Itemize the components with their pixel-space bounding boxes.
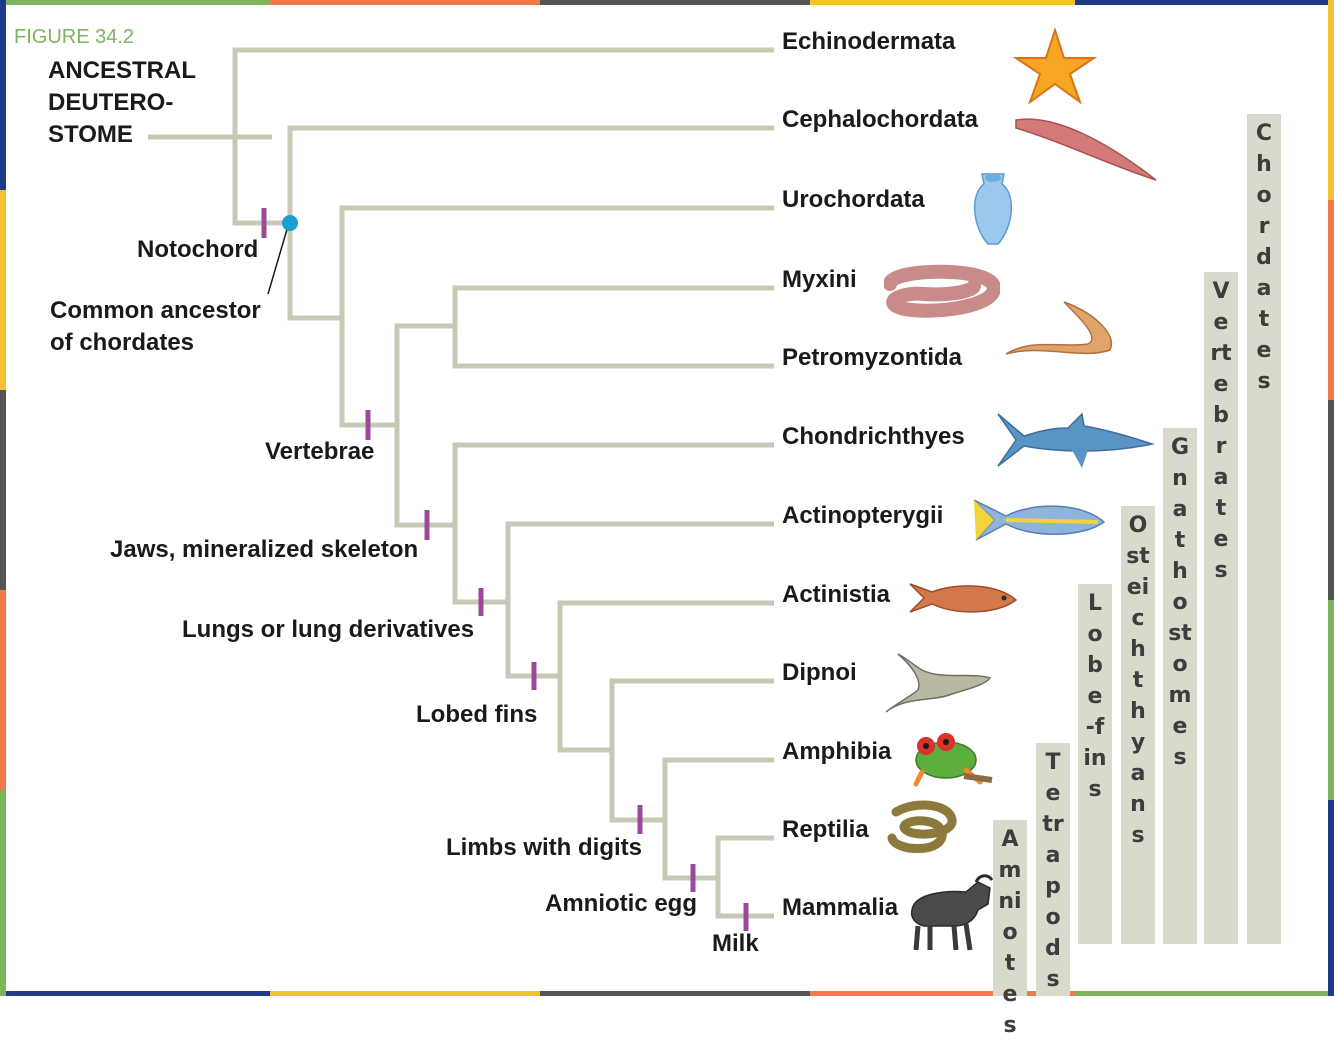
- frame-left-5: [0, 790, 6, 996]
- frame-top-1: [0, 0, 270, 5]
- branch-myxini: [452, 285, 774, 326]
- taxon-dipnoi: Dipnoi: [782, 659, 857, 686]
- taxon-cephalochordata: Cephalochordata: [782, 106, 979, 133]
- clade-bar-osteichthyans: Osteichthyans: [1121, 506, 1155, 944]
- frame-left-4: [0, 590, 6, 790]
- branch-petromyzontida: [452, 326, 774, 369]
- trait-milk: Milk: [712, 930, 759, 957]
- clade-lobe-fins: Lobe-fins: [1083, 591, 1107, 802]
- trait-limbs: Limbs with digits: [446, 834, 642, 861]
- coelacanth-icon: [909, 583, 1018, 613]
- branch-lobe-fins: [505, 602, 560, 679]
- taxon-echinodermata: Echinodermata: [782, 28, 956, 55]
- starfish-icon: [1012, 28, 1098, 104]
- clade-osteichthyans: Osteichthyans: [1126, 513, 1150, 848]
- clade-bar-amniotes: Amniotes: [993, 820, 1027, 1038]
- frame-bottom-3: [540, 991, 810, 996]
- snake-icon: [887, 800, 957, 853]
- taxon-actinopterygii: Actinopterygii: [782, 502, 944, 529]
- common-ancestor-label: Common ancestor of chordates: [50, 295, 261, 359]
- phylogenetic-tree: [148, 47, 774, 931]
- trait-vertebrae: Vertebrae: [265, 438, 375, 465]
- branch-mammalia: [715, 878, 774, 919]
- trait-lungs: Lungs or lung derivatives: [182, 616, 475, 643]
- clade-amniotes: Amniotes: [998, 827, 1022, 1038]
- clade-bar-lobe-fins: Lobe-fins: [1078, 584, 1112, 944]
- lancelet-icon: [1015, 118, 1157, 181]
- trait-lobed-fins: Lobed fins: [416, 701, 538, 728]
- common-ancestor-pointer: [267, 225, 289, 295]
- branch-urochordata: [339, 205, 774, 428]
- taxon-actinistia: Actinistia: [782, 581, 891, 608]
- frame-right-4: [1328, 600, 1334, 800]
- hagfish-icon: [884, 264, 1000, 318]
- shark-icon: [997, 412, 1155, 468]
- ancestral-line-3: STOME: [48, 121, 133, 148]
- frame-right-1: [1328, 0, 1334, 200]
- trait-notochord: Notochord: [137, 236, 259, 263]
- clade-bar-gnathostomes: Gnathostomes: [1163, 428, 1197, 944]
- frog-icon: [913, 733, 993, 787]
- frame-left-2: [0, 190, 6, 390]
- frame-bottom-4: [810, 991, 1075, 996]
- frame-top-5: [1075, 0, 1334, 5]
- branch-cyclostomes: [394, 323, 455, 425]
- common-ancestor-line-1: Common ancestor: [50, 297, 261, 324]
- common-ancestor-line-2: of chordates: [50, 329, 195, 356]
- frame-right-3: [1328, 400, 1334, 600]
- branch-chondrichthyes: [452, 442, 774, 525]
- taxon-petromyzontida: Petromyzontida: [782, 344, 963, 371]
- clade-gnathostomes: Gnathostomes: [1168, 435, 1192, 770]
- frame-left-1: [0, 0, 6, 190]
- lungfish-icon: [885, 653, 992, 713]
- frame-top-3: [540, 0, 810, 5]
- frame-top-2: [270, 0, 540, 5]
- clade-tetrapods: Tetrapods: [1042, 750, 1064, 992]
- branch-amphibia: [662, 757, 774, 820]
- frame-right-2: [1328, 200, 1334, 400]
- branch-dipnoi: [609, 678, 774, 750]
- clade-vertebrates: Vertebrates: [1210, 279, 1232, 583]
- clade-bar-vertebrates: Vertebrates: [1204, 272, 1238, 944]
- rayfin-fish-icon: [973, 499, 1106, 541]
- trait-amniotic-egg: Amniotic egg: [545, 890, 698, 917]
- branch-osteichthyans: [452, 525, 508, 605]
- branch-reptilia: [715, 835, 774, 878]
- taxon-mammalia: Mammalia: [782, 894, 899, 921]
- taxon-myxini: Myxini: [782, 266, 857, 293]
- branch-gnathostomes: [394, 425, 455, 528]
- frame-bottom-2: [270, 991, 540, 996]
- branch-actinistia: [557, 600, 774, 676]
- branch-tetrapods: [609, 750, 665, 823]
- tunicate-icon: [973, 173, 1013, 245]
- ancestral-line-1: ANCESTRAL: [48, 57, 196, 84]
- clade-bar-tetrapods: Tetrapods: [1036, 743, 1070, 996]
- branch-actinopterygii: [505, 521, 774, 602]
- common-ancestor-dot: [282, 215, 298, 231]
- branch-amniotes: [662, 820, 718, 881]
- frame-right-5: [1328, 800, 1334, 996]
- ancestral-line-2: DEUTERO-: [48, 89, 174, 116]
- taxon-reptilia: Reptilia: [782, 816, 869, 843]
- wildebeest-icon: [910, 874, 994, 951]
- clade-chordates: Chordates: [1255, 121, 1273, 394]
- lamprey-icon: [1005, 301, 1113, 355]
- frame-left-3: [0, 390, 6, 590]
- taxon-chondrichthyes: Chondrichthyes: [782, 423, 965, 450]
- figure-label: FIGURE 34.2: [14, 26, 135, 48]
- taxon-amphibia: Amphibia: [782, 738, 892, 765]
- branch-echinodermata: [232, 47, 774, 226]
- frame-top-4: [810, 0, 1075, 5]
- branch-dipnoi-tetrapods: [557, 676, 612, 753]
- trait-jaws: Jaws, mineralized skeleton: [110, 536, 419, 563]
- clade-bar-chordates: Chordates: [1247, 114, 1281, 944]
- taxon-urochordata: Urochordata: [782, 186, 925, 213]
- frame-bottom-1: [0, 991, 270, 996]
- ancestral-deuterostome-label: ANCESTRAL DEUTERO- STOME: [48, 55, 196, 151]
- frame-bottom-5: [1075, 991, 1334, 996]
